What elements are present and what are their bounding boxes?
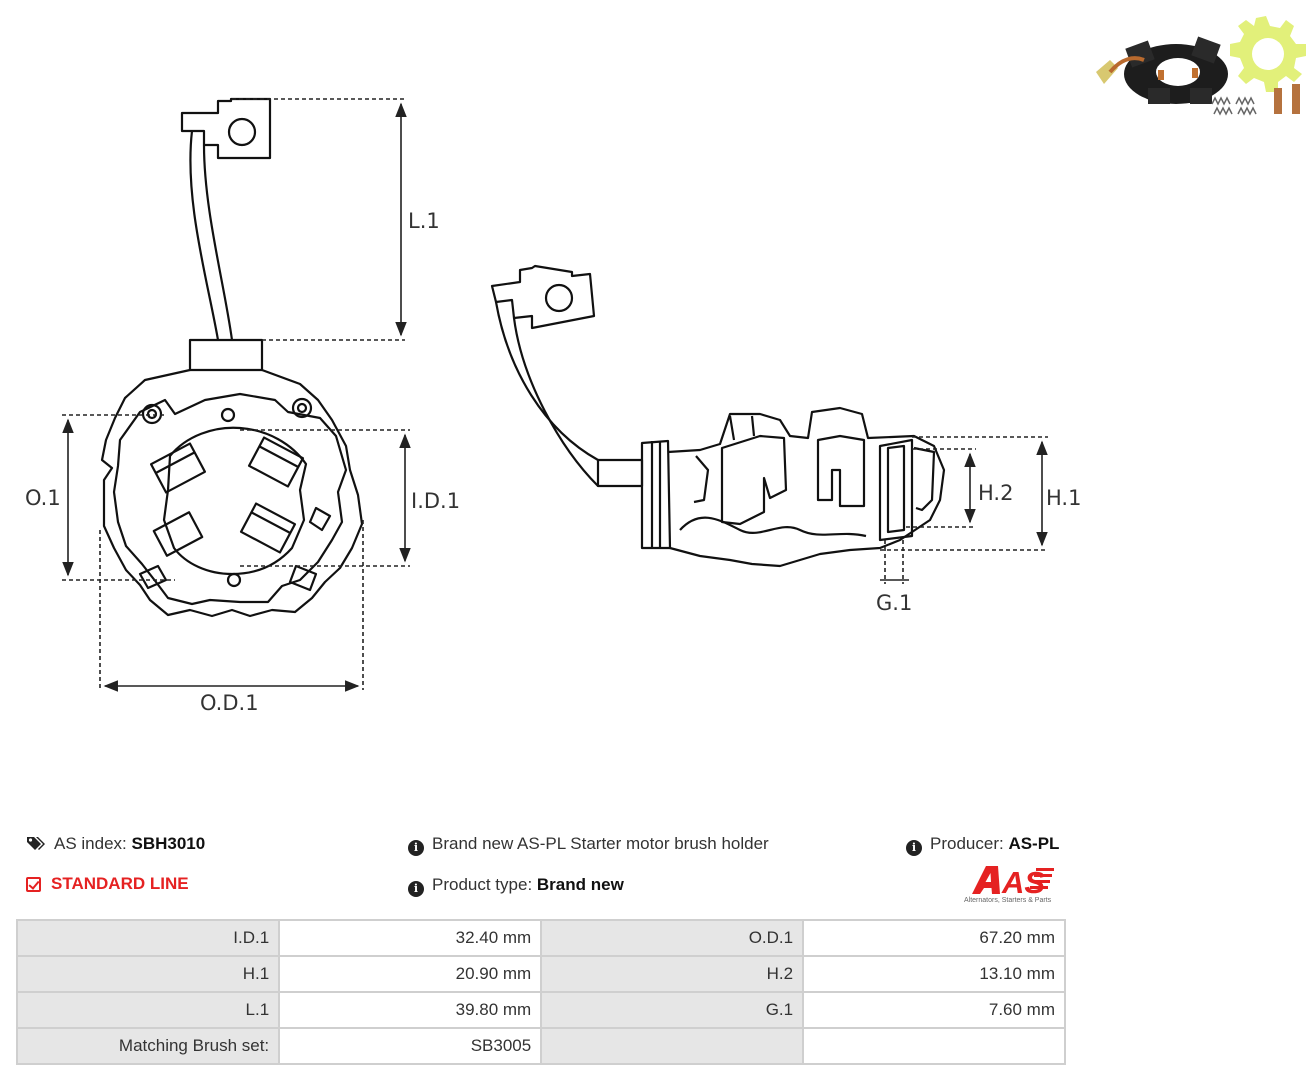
label-l1: L.1 (408, 209, 440, 233)
spec-label: H.1 (15, 955, 281, 993)
producer-value: AS-PL (1008, 834, 1060, 853)
product-type: i Product type: Brand new (408, 875, 624, 897)
as-logo-mark: AS (972, 865, 1054, 900)
gear-icon (1230, 16, 1306, 92)
technical-drawing: L.1 O.1 I.D.1 O.D.1 H.2 H.1 G.1 (25, 97, 1081, 715)
producer: i Producer: AS-PL (906, 834, 1059, 856)
brushes-photo (1274, 84, 1300, 114)
label-o1: O.1 (25, 486, 61, 510)
front-view (100, 97, 364, 618)
spec-value (802, 1027, 1066, 1065)
spec-label: O.D.1 (540, 919, 805, 957)
producer-label: Producer: (930, 834, 1004, 853)
tags-icon (26, 834, 46, 854)
product-thumbnail (1096, 16, 1306, 116)
label-od1: O.D.1 (200, 691, 259, 715)
front-dimensions (62, 98, 411, 692)
spec-value: 67.20 mm (802, 919, 1066, 957)
spec-value: SB3005 (278, 1027, 543, 1065)
info-icon: i (408, 840, 424, 856)
description-text: Brand new AS-PL Starter motor brush hold… (432, 834, 769, 853)
spec-label: G.1 (540, 991, 805, 1029)
spec-value: 20.90 mm (278, 955, 543, 993)
spec-value: 7.60 mm (802, 991, 1066, 1029)
product-type-label: Product type: (432, 875, 533, 894)
spec-label (540, 1027, 805, 1065)
info-icon: i (906, 840, 922, 856)
spec-label: L.1 (15, 991, 281, 1029)
logo-tagline: Alternators, Starters & Parts (964, 897, 1052, 904)
check-square-icon (26, 877, 41, 892)
label-id1: I.D.1 (411, 489, 460, 513)
spec-value: 32.40 mm (278, 919, 543, 957)
as-index-value: SBH3010 (131, 834, 206, 853)
spec-label: H.2 (540, 955, 805, 993)
label-h2: H.2 (978, 481, 1013, 505)
side-dimensions (880, 436, 1048, 584)
standard-line: STANDARD LINE (26, 874, 189, 894)
description: i Brand new AS-PL Starter motor brush hol… (408, 834, 769, 856)
spec-value: 39.80 mm (278, 991, 543, 1029)
as-index: AS index: SBH3010 (26, 834, 205, 854)
standard-line-text: STANDARD LINE (51, 874, 189, 893)
as-pl-logo: AS Alternators, Starters & Parts (964, 864, 1068, 908)
label-g1: G.1 (876, 591, 912, 615)
product-type-value: Brand new (536, 875, 624, 894)
spec-label: I.D.1 (15, 919, 281, 957)
spec-label: Matching Brush set: (15, 1027, 281, 1065)
spec-row: Matching Brush set:SB3005 (15, 1027, 1066, 1065)
springs-photo (1211, 96, 1257, 116)
as-index-label: AS index: (54, 834, 127, 853)
label-h1: H.1 (1046, 486, 1081, 510)
info-icon: i (408, 881, 424, 897)
brush-holder-photo (1096, 36, 1228, 104)
side-view (490, 264, 946, 568)
spec-value: 13.10 mm (802, 955, 1066, 993)
